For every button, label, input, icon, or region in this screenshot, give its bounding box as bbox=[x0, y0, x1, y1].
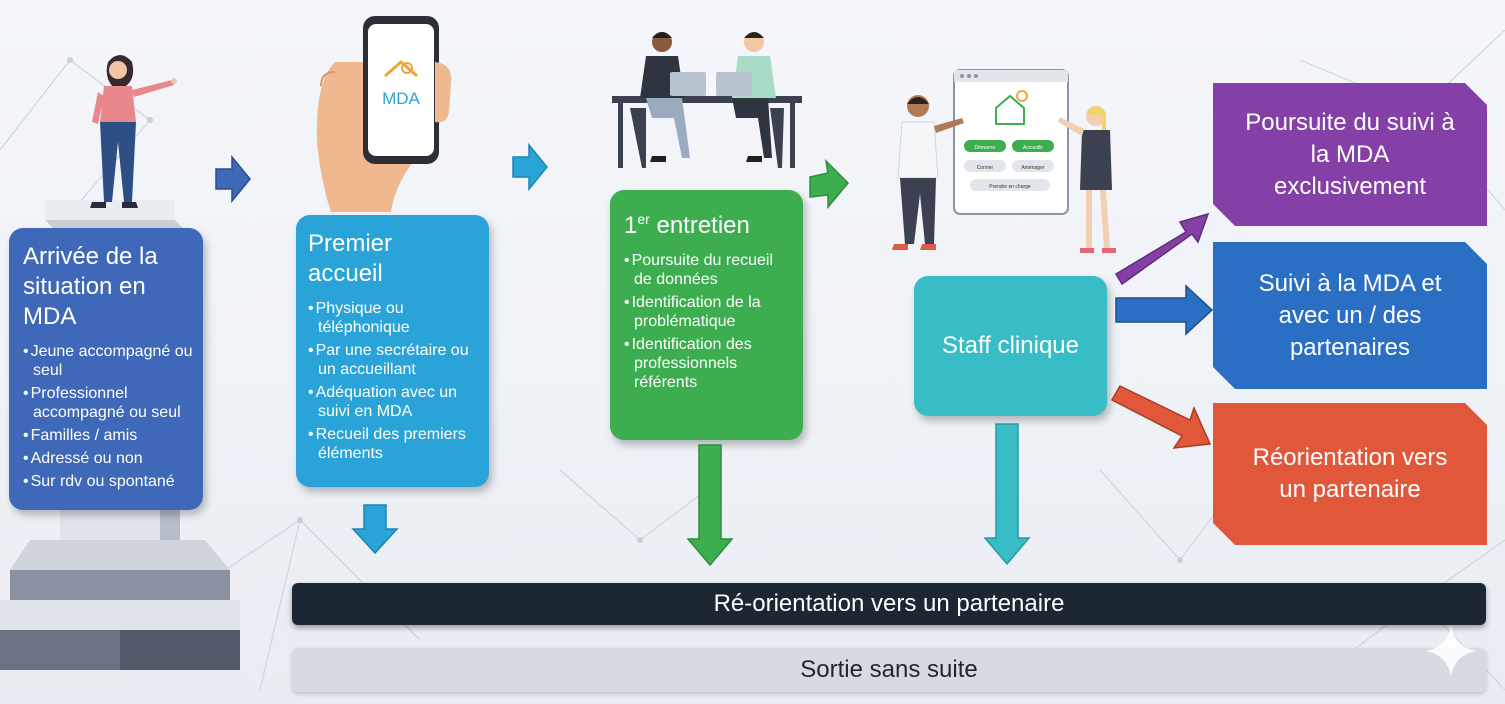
step-entretien-title: 1er entretien bbox=[624, 204, 793, 241]
reorientation-bar: Ré-orientation vers un partenaire bbox=[292, 583, 1486, 625]
list-item: Adressé ou non bbox=[23, 449, 193, 468]
step-entretien-box: 1er entretien Poursuite du recueil de do… bbox=[610, 190, 803, 440]
outcome-suivi-exclusif: Poursuite du suivi à la MDA exclusivemen… bbox=[1213, 83, 1487, 226]
step-arrivee-list: Jeune accompagné ou seul Professionnel a… bbox=[23, 342, 193, 491]
step-entretien-list: Poursuite du recueil de données Identifi… bbox=[624, 251, 793, 392]
outcome-suivi-partenaires: Suivi à la MDA et avec un / des partenai… bbox=[1213, 242, 1487, 389]
screen-button-1: Démarrer bbox=[974, 145, 995, 151]
step-arrivee-box: Arrivée de la situation en MDA Jeune acc… bbox=[9, 228, 203, 510]
outcome-label: Poursuite du suivi à la MDA exclusivemen… bbox=[1245, 108, 1455, 200]
arrow-down-icon bbox=[351, 504, 399, 555]
phone-logo-text: MDA bbox=[382, 89, 420, 108]
outcome-label: Réorientation vers un partenaire bbox=[1252, 444, 1448, 503]
screen-button-3: Conner bbox=[977, 165, 994, 171]
title-superscript: er bbox=[637, 211, 650, 227]
list-item: Identification des professionnels référe… bbox=[624, 335, 793, 392]
list-item: Poursuite du recueil de données bbox=[624, 251, 793, 289]
list-item: Adéquation avec un suivi en MDA bbox=[308, 383, 479, 421]
arrow-down-icon bbox=[686, 444, 734, 567]
arrow-right-icon bbox=[215, 154, 251, 204]
arrow-down-icon bbox=[983, 423, 1031, 566]
step-premier-accueil-list: Physique ou téléphonique Par une secréta… bbox=[308, 299, 479, 463]
staff-screen-illustration: Démarrer Accueillir Conner Aménager Pren… bbox=[892, 69, 1116, 253]
list-item: Familles / amis bbox=[23, 426, 193, 445]
sortie-bar: Sortie sans suite bbox=[292, 648, 1486, 692]
step-premier-accueil-box: Premier accueil Physique ou téléphonique… bbox=[296, 215, 489, 487]
sparkle-icon bbox=[1426, 626, 1476, 676]
list-item: Physique ou téléphonique bbox=[308, 299, 479, 337]
woman-pointing-icon bbox=[90, 55, 177, 208]
arrow-right-icon bbox=[512, 142, 548, 192]
outcome-reorientation: Réorientation vers un partenaire bbox=[1213, 403, 1487, 545]
title-number: 1 bbox=[624, 212, 638, 239]
list-item: Jeune accompagné ou seul bbox=[23, 342, 193, 380]
list-item: Recueil des premiers éléments bbox=[308, 425, 479, 463]
list-item: Sur rdv ou spontané bbox=[23, 472, 193, 491]
screen-button-5: Prendre en charge bbox=[989, 184, 1031, 190]
title-rest: entretien bbox=[649, 212, 750, 239]
arrow-to-outcome-3 bbox=[1110, 385, 1212, 449]
list-item: Par une secrétaire ou un accueillant bbox=[308, 341, 479, 379]
screen-button-4: Aménager bbox=[1021, 165, 1044, 171]
arrow-right-icon bbox=[809, 158, 850, 210]
step-staff-title: Staff clinique bbox=[942, 332, 1079, 359]
arrow-to-outcome-1 bbox=[1114, 212, 1210, 286]
meeting-desk-illustration bbox=[612, 32, 802, 168]
phone-in-hand-illustration: MDA bbox=[316, 16, 452, 212]
screen-button-2: Accueillir bbox=[1023, 145, 1043, 151]
step-arrivee-title: Arrivée de la situation en MDA bbox=[23, 243, 158, 330]
sortie-label: Sortie sans suite bbox=[800, 656, 978, 683]
list-item: Identification de la problématique bbox=[624, 293, 793, 331]
reorientation-label: Ré-orientation vers un partenaire bbox=[713, 590, 1065, 617]
outcome-arrows bbox=[1110, 212, 1214, 449]
step-staff-box: Staff clinique bbox=[914, 276, 1107, 416]
step-premier-accueil-title: Premier accueil bbox=[308, 230, 393, 287]
outcome-label: Suivi à la MDA et avec un / des partenai… bbox=[1258, 269, 1442, 361]
arrow-to-outcome-2 bbox=[1115, 284, 1214, 336]
list-item: Professionnel accompagné ou seul bbox=[23, 384, 193, 422]
